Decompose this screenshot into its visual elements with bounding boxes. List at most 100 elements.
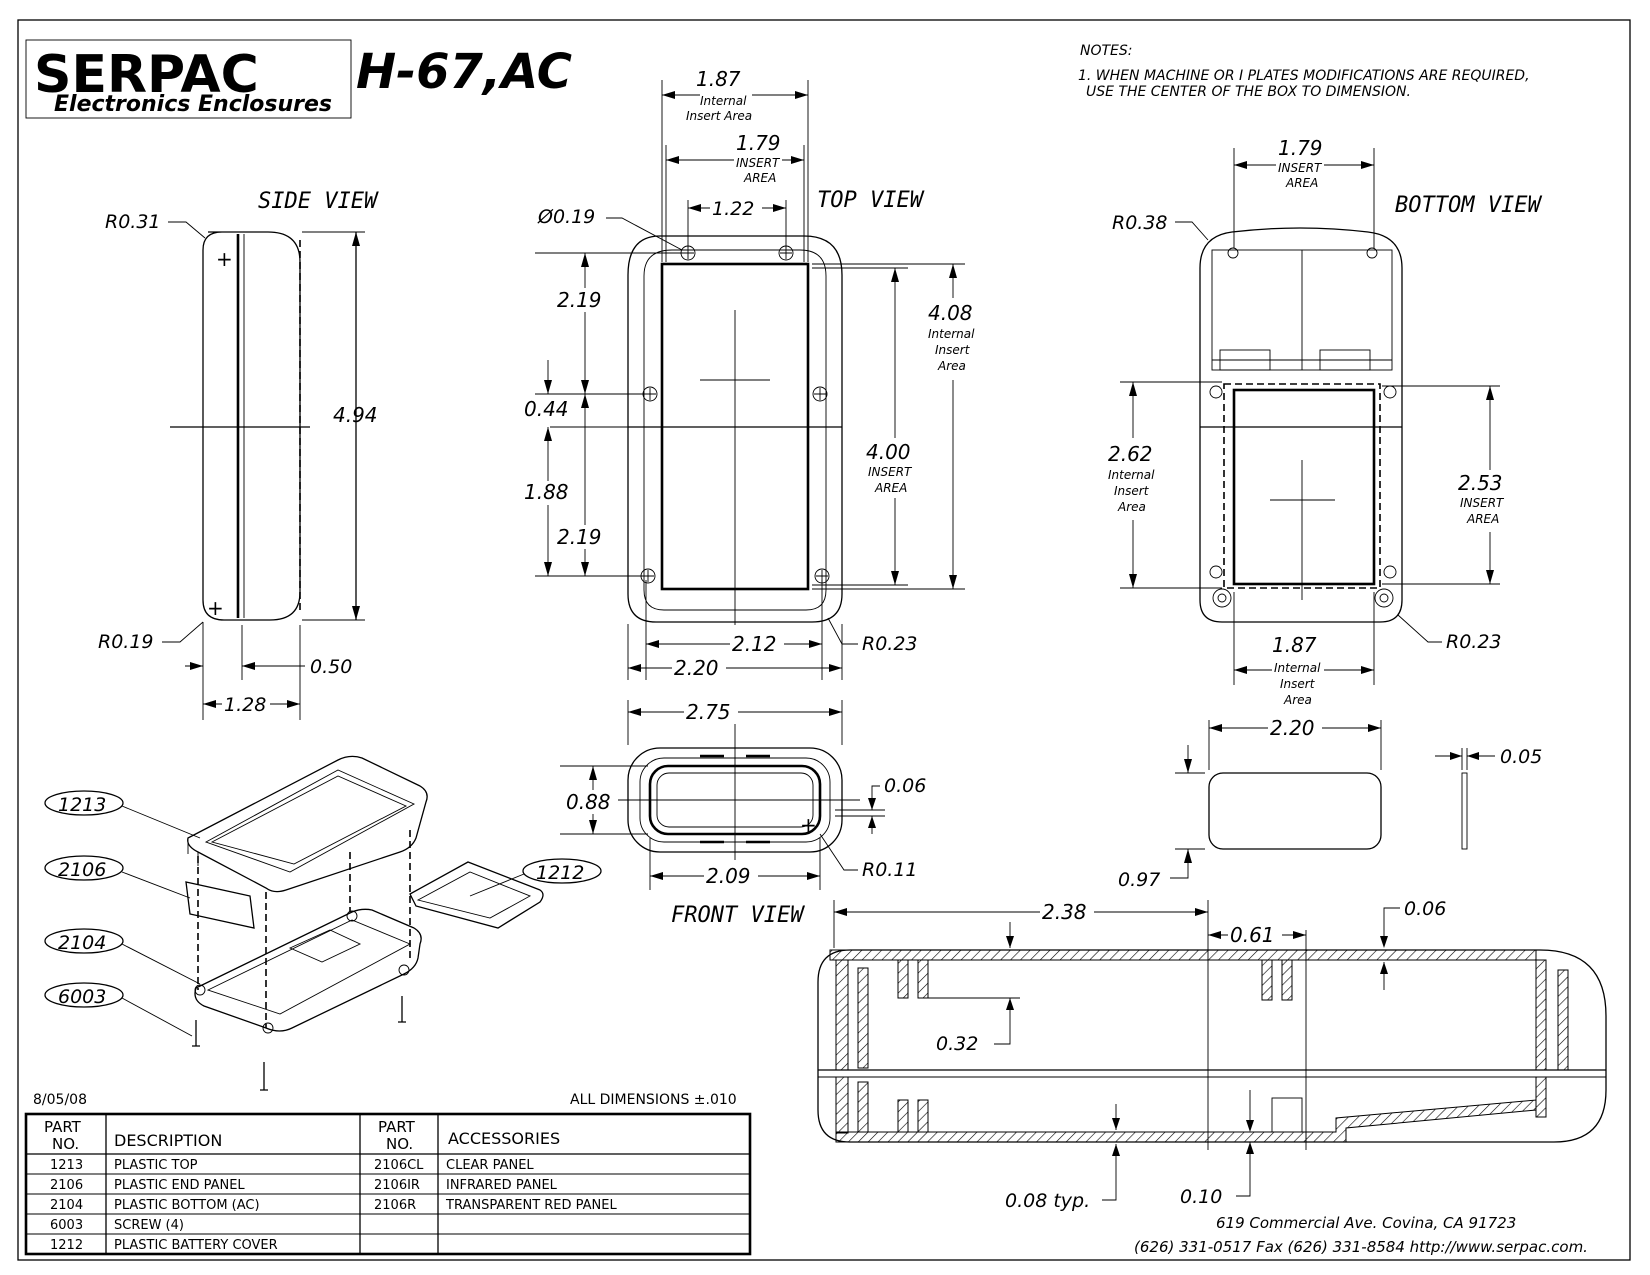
dim-side-r019: R0.19: [98, 631, 154, 653]
dim-sec-032: 0.32: [936, 1033, 978, 1055]
row-part: 1212: [50, 1238, 83, 1253]
dim-bot-187: 1.87: [1272, 633, 1317, 657]
dim-bot-r023: R0.23: [1446, 631, 1502, 653]
row-part: 6003: [50, 1218, 83, 1233]
row-desc: PLASTIC END PANEL: [114, 1178, 245, 1193]
dim-side-width: 1.28: [224, 694, 266, 716]
dim-side-height: 4.94: [333, 403, 378, 427]
row-part: 1213: [50, 1158, 83, 1173]
dim-bot-187-sub2: Insert: [1280, 677, 1316, 691]
dim-bot-262: 2.62: [1108, 442, 1153, 466]
side-plus-mark: +: [216, 247, 233, 271]
dim-top-r023: R0.23: [862, 633, 918, 655]
dim-bot-262-sub1: Internal: [1108, 468, 1155, 482]
tolerance-note: ALL DIMENSIONS ±.010: [570, 1092, 737, 1108]
table-row: 6003 SCREW (4): [50, 1218, 184, 1233]
row-desc: PLASTIC BOTTOM (AC): [114, 1198, 260, 1213]
dim-top-408: 4.08: [928, 301, 973, 325]
row-part: 2104: [50, 1198, 83, 1213]
callout-1213: 1213: [58, 794, 106, 816]
dim-bot-253-sub2: AREA: [1466, 512, 1499, 526]
row-acc-part: 2106CL: [374, 1158, 424, 1173]
dim-top-400-sub2: AREA: [874, 481, 907, 495]
top-view-label: TOP VIEW: [817, 188, 925, 213]
dim-sec-238: 2.38: [1042, 900, 1087, 924]
bottom-view-label: BOTTOM VIEW: [1395, 193, 1542, 218]
notes-line-2: USE THE CENTER OF THE BOX TO DIMENSION.: [1086, 84, 1411, 100]
callout-2104: 2104: [58, 932, 106, 954]
dim-top-408-sub1: Internal: [928, 327, 975, 341]
company-contact: (626) 331-0517 Fax (626) 331-8584 http:/…: [1134, 1238, 1588, 1256]
dim-top-188: 1.88: [524, 480, 569, 504]
dim-top-220: 2.20: [674, 656, 719, 680]
model-number: H-67,AC: [356, 44, 572, 100]
dim-top-400-sub1: INSERT: [868, 465, 913, 479]
notes-title: NOTES:: [1080, 43, 1133, 59]
header-accessories: ACCESSORIES: [448, 1129, 560, 1148]
front-plus-mark: +: [800, 813, 817, 837]
dim-bot-179: 1.79: [1278, 136, 1323, 160]
dim-side-r031: R0.31: [105, 211, 161, 233]
dim-panel-005: 0.05: [1500, 746, 1542, 768]
row-desc: SCREW (4): [114, 1218, 184, 1233]
dim-front-088: 0.88: [566, 790, 611, 814]
sheet-border: [17, 19, 1631, 1261]
side-view: SIDE VIEW + + 4.94 R0.31 R0.19 0.50: [98, 189, 379, 720]
dim-bot-179-sub1: INSERT: [1278, 161, 1323, 175]
dim-bot-179-sub2: AREA: [1285, 176, 1318, 190]
side-view-label: SIDE VIEW: [258, 189, 379, 214]
dim-top-187-sub2: Insert Area: [686, 109, 752, 123]
row-part: 2106: [50, 1178, 83, 1193]
dim-sec-061: 0.61: [1230, 923, 1275, 947]
section-view: 2.38 0.61 0.06 0.32 0.08 typ. 0.10: [817, 898, 1607, 1212]
row-acc-desc: CLEAR PANEL: [446, 1158, 534, 1173]
front-view: FRONT VIEW + 2.75 0.88 0.06: [560, 700, 926, 928]
dim-top-400: 4.00: [866, 440, 911, 464]
dim-sec-010: 0.10: [1180, 1186, 1222, 1208]
top-view: TOP VIEW 1.87 Internal Insert Area 1.79 …: [522, 67, 984, 680]
table-row: 2106 PLASTIC END PANEL 2106IR INFRARED P…: [50, 1178, 558, 1193]
dim-bot-187-sub1: Internal: [1274, 661, 1321, 675]
bottom-view: BOTTOM VIEW 1.79 INSERT AREA R0.38: [1103, 136, 1542, 707]
header-acc-part-no-2: NO.: [386, 1135, 413, 1153]
notes-line-1: 1. WHEN MACHINE OR I PLATES MODIFICATION…: [1078, 68, 1530, 84]
dim-top-187-sub1: Internal: [700, 94, 747, 108]
callout-2106: 2106: [58, 859, 106, 881]
dim-bot-r038: R0.38: [1112, 212, 1168, 234]
exploded-view: 1213 2106 2104 6003 1212: [44, 755, 602, 1091]
row-desc: PLASTIC TOP: [114, 1158, 198, 1173]
dim-top-044: 0.44: [524, 397, 569, 421]
dim-panel-220: 2.20: [1270, 716, 1315, 740]
brand-tagline: Electronics Enclosures: [54, 92, 332, 117]
dim-top-179-sub1: INSERT: [736, 156, 781, 170]
dim-top-187: 1.87: [696, 67, 741, 91]
callout-1212: 1212: [536, 862, 584, 884]
dim-top-179-sub2: AREA: [743, 171, 776, 185]
header-part-no-2: NO.: [52, 1135, 79, 1153]
dim-front-r011: R0.11: [862, 859, 918, 881]
row-desc: PLASTIC BATTERY COVER: [114, 1238, 278, 1253]
header-part-no-1: PART: [44, 1118, 82, 1136]
dim-bot-187-sub3: Area: [1283, 693, 1312, 707]
table-row: 2104 PLASTIC BOTTOM (AC) 2106R TRANSPARE…: [50, 1198, 617, 1213]
dim-top-212: 2.12: [732, 632, 777, 656]
callout-6003: 6003: [58, 986, 106, 1008]
dim-panel-097: 0.97: [1118, 869, 1160, 891]
dim-top-219-upper: 2.19: [557, 288, 602, 312]
dim-top-122: 1.22: [712, 198, 754, 220]
dim-top-179: 1.79: [736, 131, 781, 155]
header-description: DESCRIPTION: [114, 1131, 222, 1150]
front-view-label: FRONT VIEW: [671, 903, 805, 928]
dim-sec-006: 0.06: [1404, 898, 1446, 920]
row-acc-desc: TRANSPARENT RED PANEL: [445, 1198, 617, 1213]
dim-front-209: 2.09: [706, 864, 751, 888]
row-acc-desc: INFRARED PANEL: [446, 1178, 558, 1193]
table-row: 1212 PLASTIC BATTERY COVER: [50, 1238, 278, 1253]
row-acc-part: 2106IR: [374, 1178, 420, 1193]
dim-top-408-sub3: Area: [937, 359, 966, 373]
side-plus-mark: +: [207, 596, 224, 620]
dim-bot-262-sub3: Area: [1117, 500, 1146, 514]
parts-table: PART NO. DESCRIPTION PART NO. ACCESSORIE…: [24, 1112, 752, 1256]
company-address: 619 Commercial Ave. Covina, CA 91723: [1216, 1214, 1516, 1232]
